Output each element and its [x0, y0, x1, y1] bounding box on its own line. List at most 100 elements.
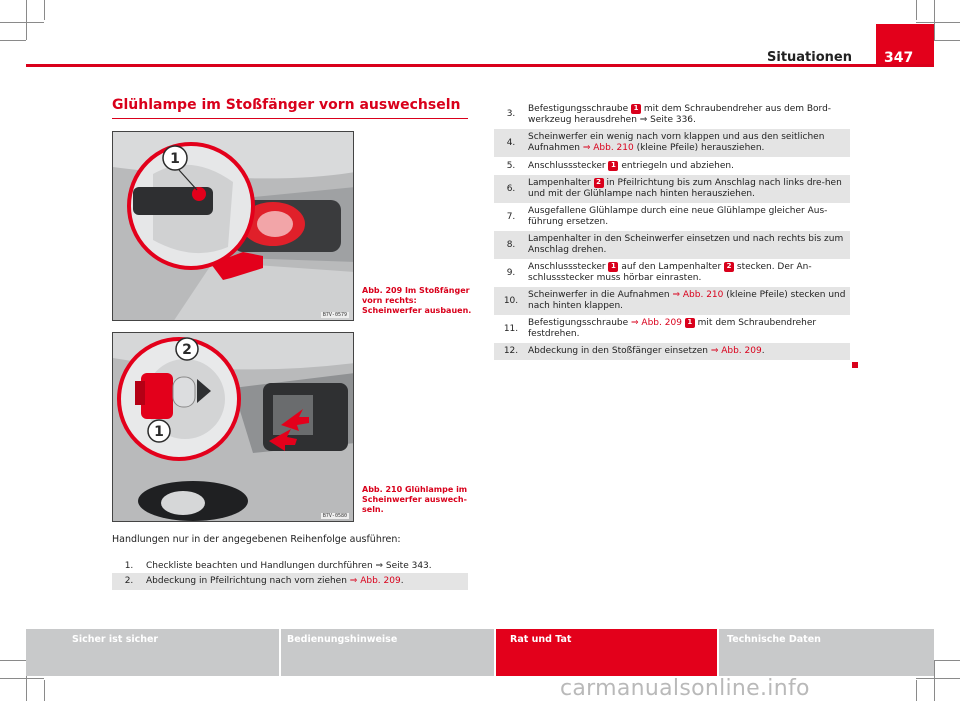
callout-number-badge: 2: [724, 262, 735, 272]
step-number: 11.: [503, 323, 519, 334]
footer-tab[interactable]: Bedienungshinweise: [281, 629, 494, 676]
step-text-segment: Befestigungsschraube: [528, 103, 632, 114]
figure-210-illustration: 2 1: [113, 333, 353, 521]
section-end-marker: [852, 362, 858, 368]
step-text: Befestigungsschraube 1 mit dem Schrauben…: [528, 102, 850, 128]
step-row: 5. Anschlussstecker 1 entriegeln und abzi…: [494, 157, 850, 175]
callout-number-badge: 1: [684, 318, 695, 328]
step-text-segment: auf den Lampenhalter: [618, 262, 725, 272]
step-text: Checkliste beachten und Handlungen durch…: [146, 559, 468, 574]
step-text-segment: .: [761, 346, 765, 356]
figure-reference-link[interactable]: ⇒ Abb. 209: [710, 346, 762, 356]
step-number: 8.: [506, 239, 516, 250]
callout-label: 2: [182, 342, 192, 358]
step-text-segment: Abdeckung in den Stoßfänger einsetzen: [528, 346, 711, 356]
watermark: carmanualsonline.info: [560, 676, 810, 701]
figure-reference-link[interactable]: ⇒ Abb. 210: [582, 143, 634, 153]
step-text-segment: Lampenhalter in den Scheinwerfer einsetz…: [528, 234, 844, 255]
step-text-segment: entriegeln und abziehen.: [618, 160, 734, 171]
step-row: 2. Abdeckung in Pfeilrichtung nach vorn z…: [112, 573, 468, 590]
crop-mark: [934, 40, 960, 41]
section-rule: [112, 118, 468, 119]
step-row: 1. Checkliste beachten und Handlungen dur…: [112, 559, 468, 573]
crop-mark: [26, 660, 27, 701]
steps-list-right: 3.Befestigungsschraube 1 mit dem Schraub…: [494, 100, 850, 360]
step-text-segment: stecken. Der An-schlussstecker muss hörb…: [528, 262, 812, 283]
step-row: 3.Befestigungsschraube 1 mit dem Schraub…: [494, 100, 850, 129]
step-row: 9. Anschlussstecker 1 auf den Lampenhalte…: [494, 259, 850, 287]
step-row: 6. Lampenhalter 2 in Pfeilrichtung bis zu…: [494, 175, 850, 203]
step-number: 4.: [506, 137, 516, 148]
step-text-segment: (kleine Pfeile) stecken und nach hinten …: [528, 290, 846, 311]
step-text: Anschlussstecker 1 auf den Lampenhalter …: [528, 260, 850, 286]
step-row: 12. Abdeckung in den Stoßfänger einsetzen…: [494, 343, 850, 360]
footer-tab[interactable]: Rat und Tat: [496, 629, 717, 676]
step-text: Lampenhalter 2 in Pfeilrichtung bis zum …: [528, 176, 850, 202]
step-text: Ausgefallene Glühlampe durch eine neue G…: [528, 204, 850, 230]
step-text: Befestigungsschraube ⇒ Abb. 209 1 mit de…: [528, 316, 850, 342]
figure-210-caption: Abb. 210 Glühlampe im Scheinwerfer auswe…: [362, 485, 468, 514]
figure-reference-link[interactable]: ⇒ Abb. 210: [672, 290, 724, 300]
callout-number-badge: 1: [631, 103, 642, 114]
chapter-title: Situationen: [767, 50, 852, 65]
crop-mark: [934, 660, 935, 701]
step-text-segment: in Pfeilrichtung bis zum Anschlag nach l…: [528, 178, 842, 199]
step-text: Abdeckung in Pfeilrichtung nach vorn zie…: [146, 574, 468, 589]
callout-marker: [175, 337, 199, 361]
step-row: 11. Befestigungsschraube ⇒ Abb. 209 1 mit…: [494, 315, 850, 343]
step-text-segment: Ausgefallene Glühlampe durch eine neue G…: [528, 206, 828, 227]
crop-mark: [916, 22, 960, 23]
figure-reference-link[interactable]: ⇒ Abb. 209: [349, 576, 401, 586]
step-text-segment: .: [400, 576, 404, 586]
callout-number-badge: 2: [593, 178, 604, 188]
crop-mark: [0, 40, 26, 41]
step-number: 2.: [124, 576, 134, 586]
step-text: Scheinwerfer ein wenig nach vorn klappen…: [528, 130, 850, 156]
step-number: 12.: [503, 346, 519, 356]
step-text-segment: Scheinwerfer ein wenig nach vorn klappen…: [528, 132, 825, 153]
step-number: 1.: [124, 560, 134, 571]
figure-code: B7V-0579: [320, 312, 349, 318]
header-rule: [26, 64, 934, 67]
step-text-segment: Checkliste beachten und Handlungen durch…: [146, 560, 432, 571]
step-text: Scheinwerfer in die Aufnahmen ⇒ Abb. 210…: [528, 288, 850, 314]
section-title: Glühlampe im Stoßfänger vorn auswechseln: [112, 97, 461, 113]
step-row: 4. Scheinwerfer ein wenig nach vorn klapp…: [494, 129, 850, 157]
figure-code: B7V-0580: [320, 513, 349, 519]
figure-209: 1 B7V-0579: [112, 131, 354, 321]
crop-mark: [916, 680, 917, 701]
step-text-segment: Abdeckung in Pfeilrichtung nach vorn zie…: [146, 576, 350, 586]
callout-number-badge: 1: [608, 262, 619, 272]
step-text-segment: Befestigungsschraube: [528, 318, 632, 328]
step-row: 8. Lampenhalter in den Scheinwerfer einse…: [494, 231, 850, 259]
step-text-segment: Anschlussstecker: [528, 160, 609, 171]
step-row: 7. Ausgefallene Glühlampe durch eine neue…: [494, 203, 850, 231]
step-text-segment: Lampenhalter: [528, 178, 594, 188]
page-number: 347: [876, 24, 934, 67]
step-number: 5.: [506, 160, 516, 171]
step-text: Abdeckung in den Stoßfänger einsetzen ⇒ …: [528, 344, 850, 359]
callout-marker: [162, 145, 188, 171]
steps-list-left: 1. Checkliste beachten und Handlungen dur…: [112, 559, 468, 590]
step-number: 10.: [503, 295, 519, 306]
figure-reference-link[interactable]: ⇒ Abb. 209: [631, 318, 682, 328]
step-number: 9.: [506, 267, 516, 278]
crop-mark: [44, 0, 45, 20]
callout-marker: [147, 419, 171, 443]
crop-mark: [0, 678, 44, 679]
crop-mark: [26, 0, 27, 40]
step-text: Anschlussstecker 1 entriegeln und abzieh…: [528, 159, 850, 174]
crop-mark: [0, 660, 26, 661]
step-row: 10. Scheinwerfer in die Aufnahmen ⇒ Abb. …: [494, 287, 850, 315]
crop-mark: [934, 660, 960, 661]
figure-209-illustration: 1: [113, 132, 353, 320]
step-number: 7.: [506, 211, 516, 222]
intro-text: Handlungen nur in der angegebenen Reihen…: [112, 534, 401, 545]
step-text-segment: Scheinwerfer in die Aufnahmen: [528, 290, 673, 300]
step-number: 6.: [506, 183, 516, 194]
footer-tab[interactable]: Sicher ist sicher: [26, 629, 279, 676]
footer-tab[interactable]: Technische Daten: [719, 629, 934, 676]
callout-label: 1: [154, 424, 164, 440]
callout-number-badge: 1: [608, 160, 619, 171]
